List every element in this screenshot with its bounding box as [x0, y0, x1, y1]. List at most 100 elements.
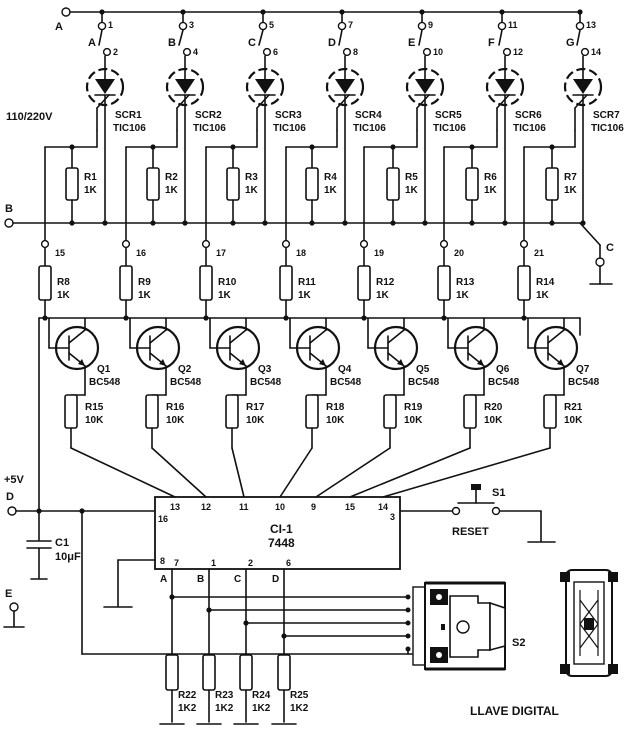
- base-resistor-value: 1K: [456, 290, 470, 301]
- gate-resistor-value: 1K: [484, 185, 498, 196]
- digital-switch-s2[interactable]: S2: [405, 581, 526, 671]
- segment-drive-wire: [151, 447, 207, 498]
- emitter-resistor-name: R19: [404, 402, 423, 413]
- terminal-e[interactable]: [9, 602, 19, 612]
- transistor-name: Q3: [258, 364, 272, 375]
- ic-bottom-pin-number: 2: [248, 558, 253, 568]
- segment-letter: F: [488, 37, 495, 49]
- top-pin-number: 1: [108, 20, 113, 30]
- emitter-resistor-value: 10K: [246, 415, 265, 426]
- reset-button[interactable]: [450, 480, 502, 516]
- gate-resistor-name: R4: [324, 172, 337, 183]
- segment-letter: E: [408, 37, 415, 49]
- reset-label: RESET: [452, 526, 489, 538]
- ic-bottom-pin-number: 1: [211, 558, 216, 568]
- base-resistor-value: 1K: [138, 290, 152, 301]
- top-pin-number: 5: [269, 20, 274, 30]
- llave-digital-caption: LLAVE DIGITAL: [470, 704, 559, 718]
- ic-7448: CI-1 7448 16 3 8: [154, 496, 401, 570]
- node-number: 16: [136, 248, 146, 258]
- ic-input-letter: A: [160, 574, 167, 585]
- pulldown-name: R24: [252, 690, 271, 701]
- node-number: 21: [534, 248, 544, 258]
- terminal-b[interactable]: [4, 218, 14, 228]
- node-number: 15: [55, 248, 65, 258]
- base-resistor: [38, 265, 52, 301]
- segment-drive-wire: [382, 447, 551, 498]
- ic-top-pin-number: 15: [345, 502, 355, 512]
- c1-name: C1: [55, 537, 69, 549]
- top-pin-number: 3: [189, 20, 194, 30]
- s1-name: S1: [492, 487, 505, 499]
- base-resistor: [119, 265, 133, 301]
- emitter-resistor-name: R18: [326, 402, 345, 413]
- base-resistor-name: R11: [298, 277, 316, 288]
- segment-drive-wire: [279, 447, 313, 498]
- gate-resistor: [545, 167, 559, 201]
- gate-resistor: [65, 167, 79, 201]
- terminal-e-group: E: [3, 588, 25, 628]
- terminal-b-label: B: [5, 203, 13, 215]
- transistor-name: Q1: [97, 364, 111, 375]
- top-pin-number: 13: [586, 20, 596, 30]
- ic-pin16: 16: [158, 514, 168, 524]
- supply-5v: +5V D: [4, 317, 156, 516]
- terminal-a[interactable]: [61, 7, 71, 17]
- scr-type: TIC106: [353, 123, 386, 134]
- segment-drive-wire: [315, 447, 391, 498]
- reset-switch-s1: S1 RESET: [399, 480, 556, 543]
- terminal-d[interactable]: [7, 506, 17, 516]
- lamp-pin-number: 4: [193, 47, 198, 57]
- ic-pin8: 8: [160, 556, 165, 566]
- base-resistor-name: R14: [536, 277, 555, 288]
- base-resistor: [437, 265, 451, 301]
- gate-resistor-value: 1K: [564, 185, 578, 196]
- transistor-type: BC548: [250, 377, 282, 388]
- node-number: 18: [296, 248, 306, 258]
- gate-resistor-value: 1K: [405, 185, 419, 196]
- bus-b: B: [4, 203, 581, 228]
- base-resistor: [357, 265, 371, 301]
- segment-drive-wire: [349, 447, 471, 498]
- lamp-pin-number: 2: [113, 47, 118, 57]
- c1-value: 10μF: [55, 551, 81, 563]
- s2-name: S2: [512, 637, 525, 649]
- pulldown-name: R23: [215, 690, 234, 701]
- scr-name: SCR7: [593, 110, 620, 121]
- node-number: 17: [216, 248, 226, 258]
- ic-input-letter: D: [272, 574, 279, 585]
- node-number: 19: [374, 248, 384, 258]
- emitter-resistor-value: 10K: [85, 415, 104, 426]
- gate-resistor-value: 1K: [324, 185, 338, 196]
- base-resistor-value: 1K: [536, 290, 550, 301]
- base-resistor-name: R13: [456, 277, 475, 288]
- channel-group: 1A2SCR1TIC106R11K15R81KQ1BC548R1510K3B4S…: [38, 9, 624, 449]
- scr-type: TIC106: [591, 123, 624, 134]
- transistor-type: BC548: [488, 377, 520, 388]
- scr-name: SCR2: [195, 110, 222, 121]
- ic-bottom-pin-number: 7: [174, 558, 179, 568]
- pulldown-value: 1K2: [215, 703, 234, 714]
- ic-top-pin-number: 12: [201, 502, 211, 512]
- gate-resistor-name: R1: [84, 172, 97, 183]
- gate-resistor-name: R2: [165, 172, 178, 183]
- ic-top-pin-number: 13: [170, 502, 180, 512]
- transistor-name: Q6: [496, 364, 510, 375]
- gate-resistor-name: R7: [564, 172, 577, 183]
- lamp-pin-number: 8: [353, 47, 358, 57]
- emitter-resistor-name: R20: [484, 402, 503, 413]
- terminal-c-label: C: [606, 242, 614, 254]
- lamp-pin-number: 6: [273, 47, 278, 57]
- gate-resistor-value: 1K: [245, 185, 259, 196]
- base-resistor-value: 1K: [376, 290, 390, 301]
- pulldown-resistor: [277, 654, 291, 691]
- terminal-c[interactable]: [595, 257, 605, 267]
- base-resistor: [279, 265, 293, 301]
- transistor-name: Q4: [338, 364, 352, 375]
